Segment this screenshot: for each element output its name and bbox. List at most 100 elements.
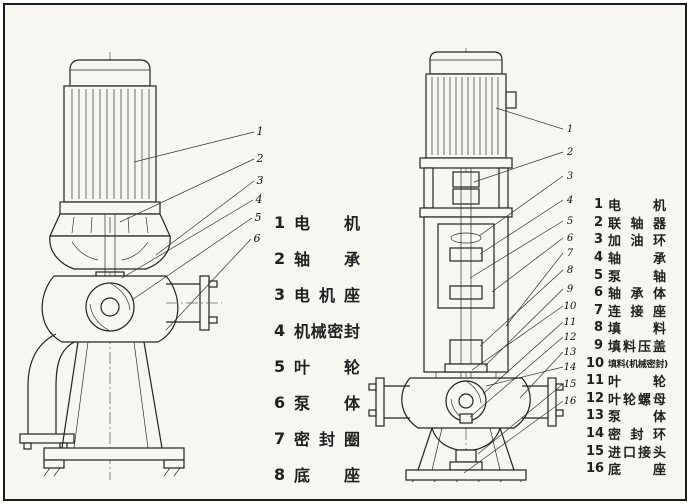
discharge-flange (166, 275, 222, 331)
leader-number: 1 (567, 124, 573, 135)
part-name: 叶轮螺母 (608, 392, 666, 408)
part-label-row: 9 填料压盖 (586, 337, 666, 355)
part-number: 7 (274, 428, 286, 448)
part-number: 14 (586, 426, 605, 442)
part-number: 15 (586, 443, 605, 459)
part-name: 密封圈 (294, 430, 360, 449)
leader-number: 1 (257, 125, 264, 138)
leader-number: 3 (257, 174, 264, 187)
part-number: 2 (274, 248, 286, 268)
impeller (445, 380, 487, 424)
leader-number: 7 (567, 248, 574, 259)
part-name: 进口接头 (608, 445, 666, 461)
leader-number: 10 (564, 301, 577, 312)
part-name: 密封环 (608, 428, 666, 444)
gland (444, 363, 488, 373)
impeller (85, 282, 135, 332)
part-number: 8 (274, 464, 286, 484)
part-number: 3 (274, 284, 286, 304)
base (405, 427, 527, 482)
leader-number: 8 (567, 265, 573, 276)
part-name: 联轴器 (608, 216, 666, 232)
part-label-row: 4 轴承 (586, 249, 666, 267)
part-name: 轴承 (294, 250, 360, 269)
left-pump-drawing: 1 2 3 4 5 6 (19, 52, 264, 480)
part-name: 电机 (294, 214, 360, 233)
part-label-row: 1 电机 (274, 204, 360, 240)
leader-number: 16 (564, 396, 577, 407)
part-number: 1 (593, 197, 603, 213)
leader-number: 2 (256, 152, 264, 165)
right-parts-list: 1 电机 2 联轴器 3 加油环 4 轴承 5 泵轴 6 轴承体 7 连接座 8… (586, 196, 668, 479)
leader-number: 13 (564, 347, 577, 358)
right-leader-lines: 1 2 3 4 5 6 7 8 9 10 11 12 13 14 15 16 (463, 107, 577, 474)
part-name: 轴承体 (608, 287, 666, 303)
leader-number: 6 (567, 233, 574, 244)
part-label-row: 8 填料 (586, 319, 666, 337)
part-name: 电机 (608, 199, 666, 215)
leader-number: 5 (255, 211, 262, 224)
part-label-row: 4 机械密封 (274, 312, 360, 348)
part-label-row: 14 密封环 (586, 425, 666, 443)
bearing-housing (423, 216, 509, 373)
part-name: 底座 (608, 463, 666, 479)
inlet-flange (368, 377, 410, 427)
coupling (419, 167, 513, 218)
part-name: 泵体 (608, 410, 666, 426)
part-number: 4 (274, 320, 286, 340)
part-number: 1 (274, 212, 286, 232)
right-pump-drawing: 1 2 3 4 5 6 7 8 9 10 11 12 13 14 15 16 (368, 48, 577, 482)
part-name: 加油环 (608, 234, 666, 250)
part-number: 5 (274, 356, 286, 376)
leader-number: 14 (564, 362, 577, 373)
part-label-row: 6 轴承体 (586, 284, 666, 302)
part-name: 泵体 (294, 394, 360, 413)
part-label-row: 7 密封圈 (274, 420, 360, 456)
leader-number: 15 (564, 379, 577, 390)
part-number: 6 (274, 392, 286, 412)
oil-ring (450, 232, 482, 244)
leader-number: 4 (255, 193, 263, 206)
motor (419, 51, 517, 169)
part-label-row: 15 进口接头 (586, 442, 666, 461)
base (43, 447, 185, 477)
support-legs (61, 341, 163, 449)
left-parts-list: 1 电机 2 轴承 3 电机座 4 机械密封 5 叶轮 6 泵体 7 密封圈 8… (274, 204, 360, 492)
part-number: 10 (586, 355, 605, 371)
part-number: 4 (593, 250, 603, 266)
part-label-row: 8 底座 (274, 456, 360, 492)
part-name: 叶轮 (294, 358, 360, 377)
part-label-row: 2 联轴器 (586, 214, 666, 232)
part-number: 7 (593, 302, 603, 318)
part-label-row: 5 叶轮 (274, 348, 360, 384)
leader-number: 3 (567, 171, 573, 182)
part-number: 11 (586, 373, 605, 389)
pump-casing (401, 372, 531, 429)
part-name: 泵轴 (608, 269, 666, 285)
part-number: 3 (593, 232, 603, 248)
impeller-nut (459, 413, 473, 424)
part-name: 填料 (608, 322, 666, 338)
motor (49, 59, 171, 237)
part-label-row: 7 连接座 (586, 302, 666, 320)
leader-number: 11 (564, 317, 577, 328)
part-label-row: 2 轴承 (274, 240, 360, 276)
part-name: 连接座 (608, 304, 666, 320)
part-label-row: 3 加油环 (586, 231, 666, 249)
volute (41, 275, 179, 343)
leader-number: 2 (566, 147, 573, 158)
leader-number: 12 (564, 332, 577, 343)
part-number: 6 (593, 285, 603, 301)
part-number: 16 (586, 461, 605, 477)
left-leader-lines: 1 2 3 4 5 6 (119, 125, 264, 331)
part-number: 9 (593, 338, 603, 354)
part-name: 轴承 (608, 252, 666, 268)
suction-pipe (19, 333, 75, 450)
leader-number: 4 (566, 195, 573, 206)
part-number: 12 (586, 390, 605, 406)
part-label-row: 12 叶轮螺母 (586, 390, 666, 408)
part-name: 填料压盖 (608, 340, 666, 356)
part-name: 填料(机械密封) (608, 359, 668, 370)
part-number: 13 (586, 408, 605, 424)
part-label-row: 6 泵体 (274, 384, 360, 420)
